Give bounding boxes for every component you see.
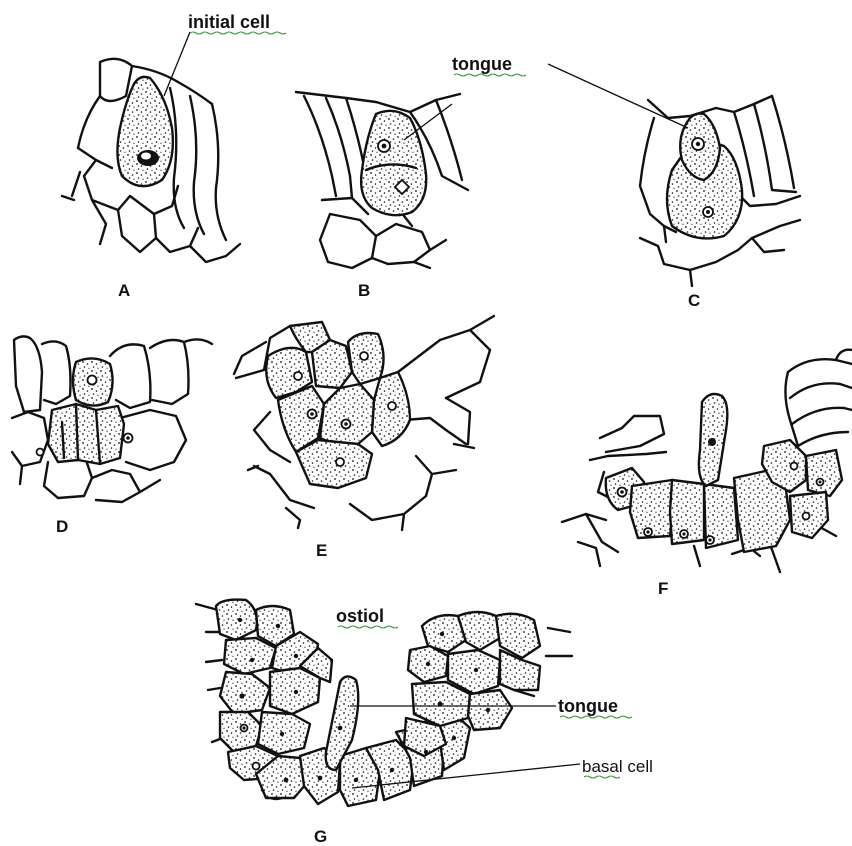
panel-a-drawing xyxy=(62,59,240,262)
tongue-bottom-label: tongue xyxy=(558,696,618,716)
spellcheck-underline xyxy=(338,626,398,628)
ostiol-label: ostiol xyxy=(336,606,384,626)
panel-g-right-wall xyxy=(404,612,540,756)
panel-d-drawing xyxy=(12,336,212,502)
panel-b-initial-cell xyxy=(361,111,426,215)
spellcheck-underline xyxy=(584,776,620,778)
tongue-top-leader xyxy=(548,64,688,128)
panel-d-center-cells xyxy=(48,404,124,464)
panel-f-cell-row xyxy=(606,440,842,552)
panel-g-label: G xyxy=(314,827,327,846)
spellcheck-underline xyxy=(190,32,286,34)
panel-a-label: A xyxy=(118,281,130,300)
panel-b-drawing xyxy=(296,92,468,268)
spellcheck-underline xyxy=(454,74,526,76)
tongue-top-label: tongue xyxy=(452,54,512,74)
basal-cell-label: basal cell xyxy=(582,757,653,776)
panel-f-drawing xyxy=(562,350,852,572)
initial-cell-label: initial cell xyxy=(188,12,270,32)
panel-d-label: D xyxy=(56,517,68,536)
panel-c-label: C xyxy=(688,291,700,310)
panel-e-drawing xyxy=(234,316,494,530)
panel-e-label: E xyxy=(316,541,327,560)
spellcheck-underline xyxy=(560,716,632,718)
panel-b-label: B xyxy=(358,281,370,300)
panel-f-label: F xyxy=(658,579,668,598)
panel-g-drawing xyxy=(196,600,572,806)
panel-c-drawing xyxy=(640,96,800,286)
